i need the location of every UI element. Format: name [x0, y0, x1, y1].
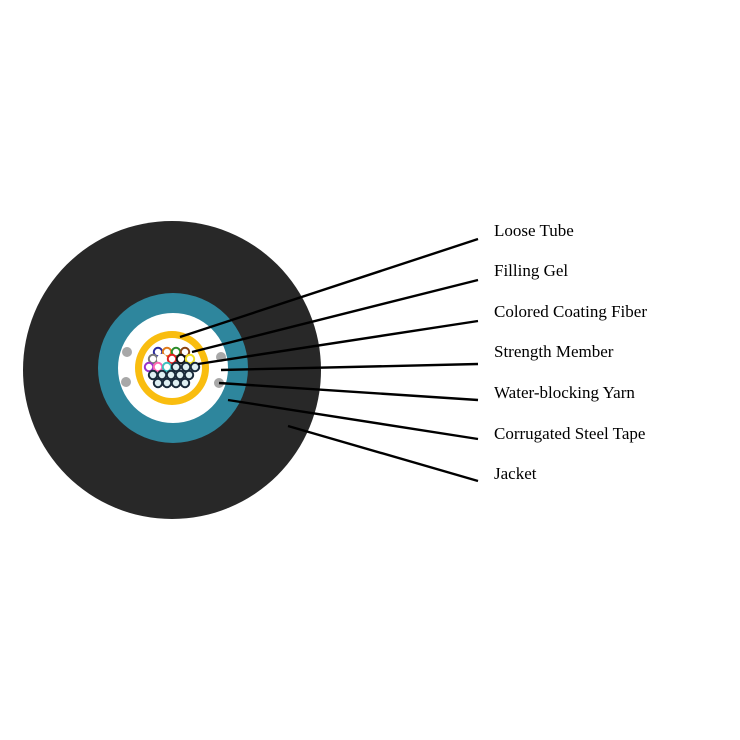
water-blocking-yarn-bundle	[147, 361, 201, 389]
strength-member	[121, 377, 131, 387]
leader-line-corrugated-steel-tape	[227, 398, 479, 441]
label-water-blocking-yarn: Water-blocking Yarn	[494, 383, 635, 402]
fiber	[156, 353, 168, 365]
leader-line-loose-tube	[179, 237, 479, 339]
label-jacket: Jacket	[494, 464, 537, 483]
label-colored-coating-fiber: Colored Coating Fiber	[494, 302, 647, 321]
fiber	[184, 353, 196, 365]
leader-line-colored-coating-fiber	[197, 319, 479, 366]
fiber	[183, 369, 195, 381]
strength-member	[122, 347, 132, 357]
label-loose-tube: Loose Tube	[494, 221, 574, 240]
fiber	[179, 377, 191, 389]
fiber	[170, 377, 182, 389]
label-corrugated-steel-tape: Corrugated Steel Tape	[494, 424, 645, 443]
fiber	[152, 377, 164, 389]
leader-line-filling-gel	[191, 278, 479, 354]
fiber	[170, 361, 182, 373]
fiber	[189, 361, 201, 373]
leader-line-jacket	[287, 424, 479, 483]
fiber	[175, 353, 187, 365]
label-strength-member: Strength Member	[494, 342, 614, 361]
label-filling-gel: Filling Gel	[494, 261, 568, 280]
leader-line-water-blocking-yarn	[218, 381, 479, 402]
fiber	[147, 369, 159, 381]
fiber	[161, 377, 173, 389]
leader-line-strength-member	[220, 362, 479, 372]
